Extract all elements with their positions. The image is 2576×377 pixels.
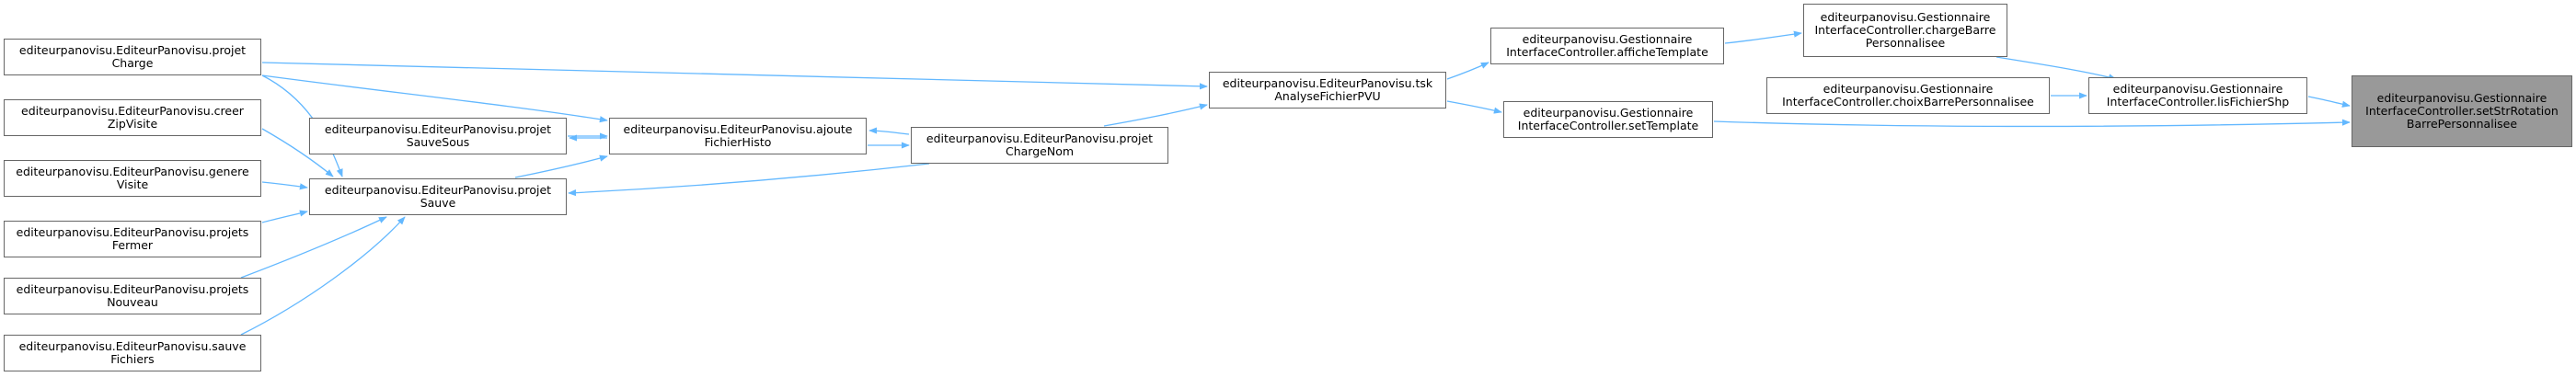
node-label: editeurpanovisu.EditeurPanovisu.tsk Anal…	[1222, 76, 1433, 103]
node-label: editeurpanovisu.EditeurPanovisu.projet S…	[324, 183, 552, 210]
node-creer-zip-visite[interactable]: editeurpanovisu.EditeurPanovisu.creer Zi…	[4, 99, 261, 136]
node-label: editeurpanovisu.EditeurPanovisu.sauve Fi…	[18, 339, 247, 366]
edge-affichetemplate-to-chargebarre	[1724, 30, 1802, 44]
node-label: editeurpanovisu.EditeurPanovisu.projet C…	[18, 43, 247, 70]
node-projet-charge[interactable]: editeurpanovisu.EditeurPanovisu.projet C…	[4, 39, 261, 75]
node-label: editeurpanovisu.EditeurPanovisu.ajoute F…	[623, 122, 853, 149]
edge-generevisite-to-projetsauve	[261, 181, 308, 190]
edge-projetcharge-to-tskanalyse	[261, 62, 1208, 90]
node-label: editeurpanovisu.EditeurPanovisu.projet S…	[324, 122, 552, 149]
node-label: editeurpanovisu.EditeurPanovisu.genere V…	[16, 165, 249, 191]
node-ajoute-fichier-histo[interactable]: editeurpanovisu.EditeurPanovisu.ajoute F…	[609, 118, 867, 154]
node-setstrrotation-barre-personnalisee[interactable]: editeurpanovisu.Gestionnaire InterfaceCo…	[2352, 75, 2572, 147]
edge-projetcharge-to-ajoutefichierhisto	[261, 74, 608, 123]
node-label: editeurpanovisu.Gestionnaire InterfaceCo…	[1517, 106, 1699, 132]
node-label: editeurpanovisu.EditeurPanovisu.projets …	[16, 225, 249, 252]
edge-sauvefichiers-to-projetsauve	[240, 216, 406, 336]
edge-projetchargenom-to-tskanalyse	[1103, 103, 1208, 127]
node-label: editeurpanovisu.Gestionnaire InterfaceCo…	[2106, 82, 2290, 109]
edge-lisfichiershp-to-setstrrotation	[2307, 96, 2351, 108]
edge-projetchargenom-to-ajoutefichierhisto	[868, 127, 910, 135]
node-label: editeurpanovisu.Gestionnaire InterfaceCo…	[1506, 32, 1708, 59]
node-label: editeurpanovisu.Gestionnaire InterfaceCo…	[2365, 91, 2559, 131]
node-label: editeurpanovisu.EditeurPanovisu.projet C…	[926, 131, 1154, 158]
node-set-template[interactable]: editeurpanovisu.Gestionnaire InterfaceCo…	[1503, 101, 1713, 138]
node-projet-sauve-sous[interactable]: editeurpanovisu.EditeurPanovisu.projet S…	[309, 118, 567, 154]
node-projets-fermer[interactable]: editeurpanovisu.EditeurPanovisu.projets …	[4, 221, 261, 257]
edge-projetchargenom-to-projetsauve	[568, 163, 930, 197]
node-label: editeurpanovisu.Gestionnaire InterfaceCo…	[1782, 82, 2034, 109]
node-lis-fichier-shp[interactable]: editeurpanovisu.Gestionnaire InterfaceCo…	[2088, 77, 2307, 114]
node-tsk-analyse-fichier-pvu[interactable]: editeurpanovisu.EditeurPanovisu.tsk Anal…	[1209, 72, 1446, 109]
node-label: editeurpanovisu.Gestionnaire InterfaceCo…	[1814, 10, 1996, 50]
node-projet-charge-nom[interactable]: editeurpanovisu.EditeurPanovisu.projet C…	[911, 127, 1168, 164]
edge-projetsnouveau-to-projetsauve	[240, 216, 387, 279]
node-charge-barre-personnalisee[interactable]: editeurpanovisu.Gestionnaire InterfaceCo…	[1803, 4, 2007, 57]
edge-tskanalyse-to-settemplate	[1446, 100, 1502, 114]
node-label: editeurpanovisu.EditeurPanovisu.creer Zi…	[21, 104, 244, 131]
node-affiche-template[interactable]: editeurpanovisu.Gestionnaire InterfaceCo…	[1490, 28, 1724, 64]
edge-settemplate-to-setstrrotation	[1713, 119, 2351, 128]
node-sauve-fichiers[interactable]: editeurpanovisu.EditeurPanovisu.sauve Fi…	[4, 335, 261, 371]
edge-chargebarre-to-lisfichiershp	[1995, 56, 2117, 81]
node-projet-sauve[interactable]: editeurpanovisu.EditeurPanovisu.projet S…	[309, 178, 567, 215]
node-choix-barre-personnalisee[interactable]: editeurpanovisu.Gestionnaire InterfaceCo…	[1766, 77, 2050, 114]
node-genere-visite[interactable]: editeurpanovisu.EditeurPanovisu.genere V…	[4, 160, 261, 197]
node-label: editeurpanovisu.EditeurPanovisu.projets …	[16, 282, 249, 309]
node-projets-nouveau[interactable]: editeurpanovisu.EditeurPanovisu.projets …	[4, 278, 261, 314]
edge-tskanalyse-to-affichetemplate	[1446, 62, 1489, 80]
edge-projetsauve-to-ajoutefichierhisto	[514, 154, 608, 178]
edge-projetsfermer-to-projetsauve	[261, 210, 308, 223]
